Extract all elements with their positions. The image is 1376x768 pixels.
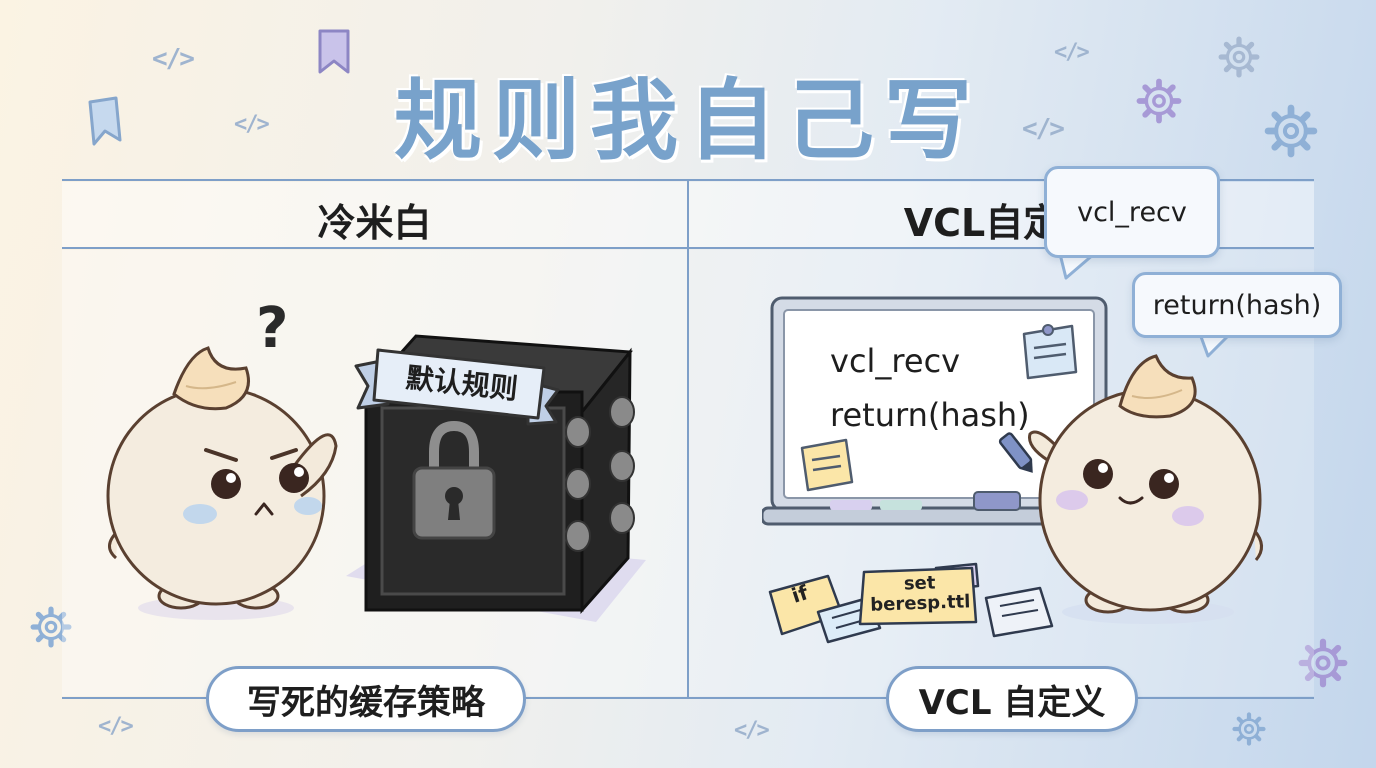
- left-column-header: 冷米白: [317, 201, 432, 245]
- gear-icon: [1218, 36, 1260, 78]
- confused-rice-character: [106, 346, 338, 620]
- ribbon-banner: [354, 348, 560, 426]
- speech-bubble-vcl-recv: vcl_recv: [1044, 166, 1220, 258]
- pinned-note-icon: [1022, 324, 1078, 380]
- bookmark-icon: [318, 29, 350, 74]
- code-icon: </>: [734, 718, 770, 743]
- whiteboard-line-1: vcl_recv: [830, 342, 961, 380]
- code-icon: </>: [98, 714, 134, 739]
- set-note-label: set beresp.ttl: [865, 572, 974, 616]
- gear-icon: [1298, 638, 1348, 688]
- code-icon: </>: [234, 112, 270, 137]
- gear-icon: [1264, 104, 1318, 158]
- sticky-note-icon: [800, 438, 854, 492]
- happy-rice-character: [1028, 354, 1263, 624]
- code-icon: </>: [1022, 114, 1065, 144]
- right-column-header: VCL自定义: [903, 201, 1100, 245]
- code-icon: </>: [152, 44, 195, 74]
- question-mark: ?: [256, 296, 289, 361]
- gear-icon: [30, 606, 72, 648]
- lined-note-icon: [984, 586, 1054, 638]
- bookmark-icon: [88, 96, 122, 146]
- speech-bubble-return-hash: return(hash): [1132, 272, 1342, 338]
- marker-pen-icon: [998, 432, 1033, 473]
- set-note-paper: [858, 562, 980, 626]
- table-bottom-border: [62, 697, 1314, 699]
- page-title: 规则我自己写: [393, 69, 982, 172]
- right-footer-label: VCL 自定义: [886, 666, 1138, 732]
- table-column-divider: [687, 180, 689, 698]
- code-icon: </>: [1054, 40, 1090, 65]
- gear-icon: [1136, 78, 1182, 124]
- whiteboard-line-2: return(hash): [830, 396, 1030, 434]
- left-footer-label: 写死的缓存策略: [206, 666, 526, 732]
- gear-icon: [1232, 712, 1266, 746]
- set-note-line-2: beresp.ttl: [869, 591, 971, 616]
